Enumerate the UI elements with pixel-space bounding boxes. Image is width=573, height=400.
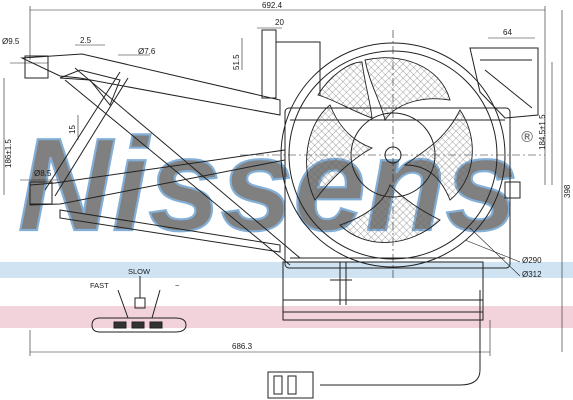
dim-offset-vertical: 51.5	[232, 54, 241, 70]
dim-left-height: 186±1.5	[4, 139, 13, 168]
dimension-lines	[3, 6, 563, 356]
pin-label-slow: SLOW	[128, 267, 151, 276]
watermark-stripe-pink	[0, 306, 573, 328]
dim-right-height: 184.5±1.5	[538, 114, 547, 150]
dim-hole-left-top: Ø9.5	[2, 37, 20, 46]
dim-hole-left-bottom: Ø8.5	[34, 169, 52, 178]
dim-fan-diameter: Ø290	[522, 256, 542, 265]
dim-bracket-width: 64	[503, 28, 512, 37]
dim-overall-width-bottom: 686.3	[232, 342, 253, 351]
electrical-connector	[91, 276, 481, 399]
dim-rib-thickness: 15	[68, 125, 77, 134]
watermark-registered: ®	[521, 129, 533, 146]
watermark-brand: Nissens	[18, 111, 518, 258]
dim-overall-width-top: 692.4	[262, 1, 283, 10]
dim-tab-width: 20	[275, 18, 284, 27]
dim-offset-small: 2.5	[80, 36, 92, 45]
pin-label-ground: −	[175, 281, 180, 290]
fan-blades	[306, 57, 473, 243]
dim-hole-inner: Ø7.6	[138, 47, 156, 56]
pin-label-fast: FAST	[90, 281, 109, 290]
watermark: Nissens ®	[0, 110, 573, 328]
dim-shroud-diameter: Ø312	[522, 270, 542, 279]
watermark-stripe-blue	[0, 262, 573, 278]
dim-overall-height: 398	[563, 184, 572, 198]
